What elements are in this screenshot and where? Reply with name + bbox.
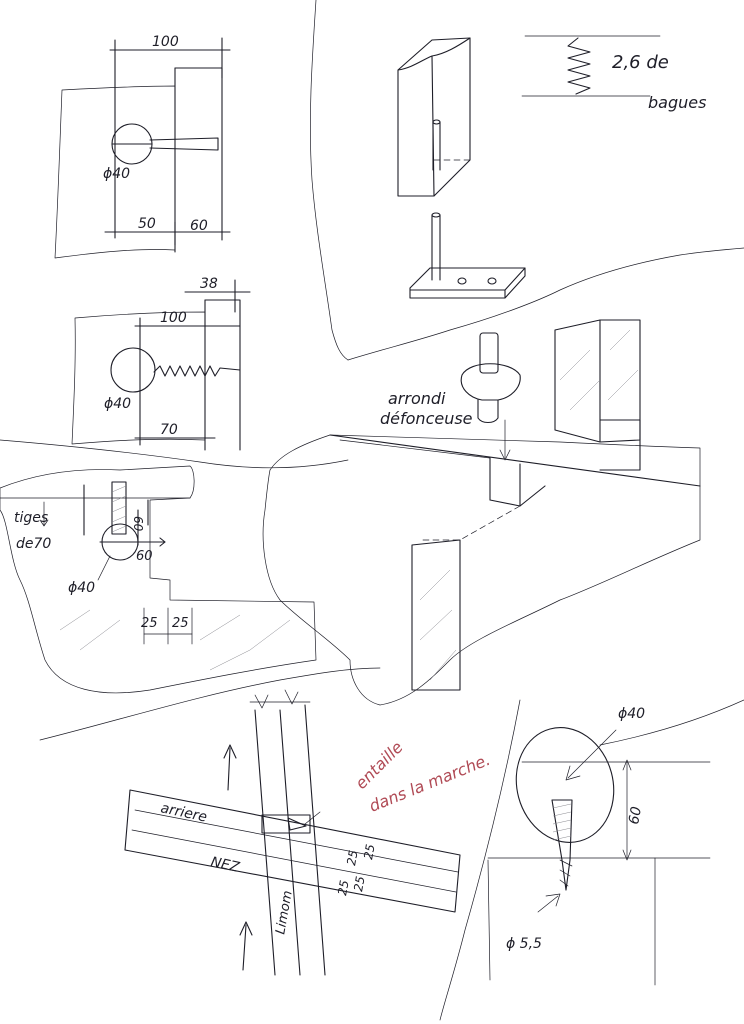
region-divider-right [439,699,521,1021]
stair-dim-c: 25 [335,879,351,896]
screw-detail-sketch: 60 ϕ40 ϕ 5,5 [487,706,711,986]
stair-dim-d: 25 [351,875,367,892]
spring-note-line2: bagues [648,93,706,112]
sketch3-dim-25-left: 25 [141,616,158,631]
router-note-line2: défonceuse [380,409,473,428]
sketch3-dim-25-right: 25 [172,616,189,631]
spring-sketch: 2,6 de bagues [521,35,706,112]
sketch1-board: 100 ϕ40 50 60 [54,34,231,259]
sketch3-cross-section: 60 60 tiges de70 ϕ40 25 25 [0,465,317,694]
stringer-label: Limom [273,890,295,936]
sketch2-dim-bottom: 70 [160,422,178,438]
stair-dim-b: 25 [361,843,377,860]
sketch2-dim-38: 38 [200,276,218,292]
pin-plate-sketch [409,212,526,299]
detail-diameter-top: ϕ40 [618,706,645,722]
sketch1-dim-bottom-right: 60 [190,218,208,234]
stair-3d-sketch: arrondi défonceuse [262,247,744,706]
sketch1-dim-top: 100 [152,34,179,50]
region-divider-middle [0,439,349,469]
router-note-line1: arrondi [388,389,446,408]
router-bit-icon [460,332,521,424]
region-divider-vertical [309,0,349,361]
sketch3-dim-60-vertical: 60 [131,516,145,532]
region-divider-far-right [599,699,744,746]
sketch3-rods-label-2: de70 [16,536,51,552]
stair-nose-label: NEZ [209,854,241,876]
spring-note-line1: 2,6 de [612,52,669,73]
sketch1-diameter: ϕ40 [103,166,130,182]
region-divider-lower [39,667,381,741]
sketch1-dim-bottom-left: 50 [138,216,156,232]
stair-stringer-sketch: arriere NEZ Limom 25 25 25 25 entaille d… [124,689,493,976]
detail-dim-60: 60 [626,805,645,825]
sketch3-diameter: ϕ40 [68,580,95,596]
sketch2-board: 38 100 ϕ40 70 [71,276,251,451]
detail-diameter-bottom: ϕ 5,5 [506,936,542,952]
sketch2-dim-top: 100 [160,310,187,326]
sketch3-dim-60-horizontal: 60 [136,549,153,564]
stair-dim-a: 25 [344,849,360,866]
sketch2-diameter: ϕ40 [104,396,131,412]
sketch3-rods-label-1: tiges [14,510,48,526]
pin-block-sketch [397,37,471,197]
